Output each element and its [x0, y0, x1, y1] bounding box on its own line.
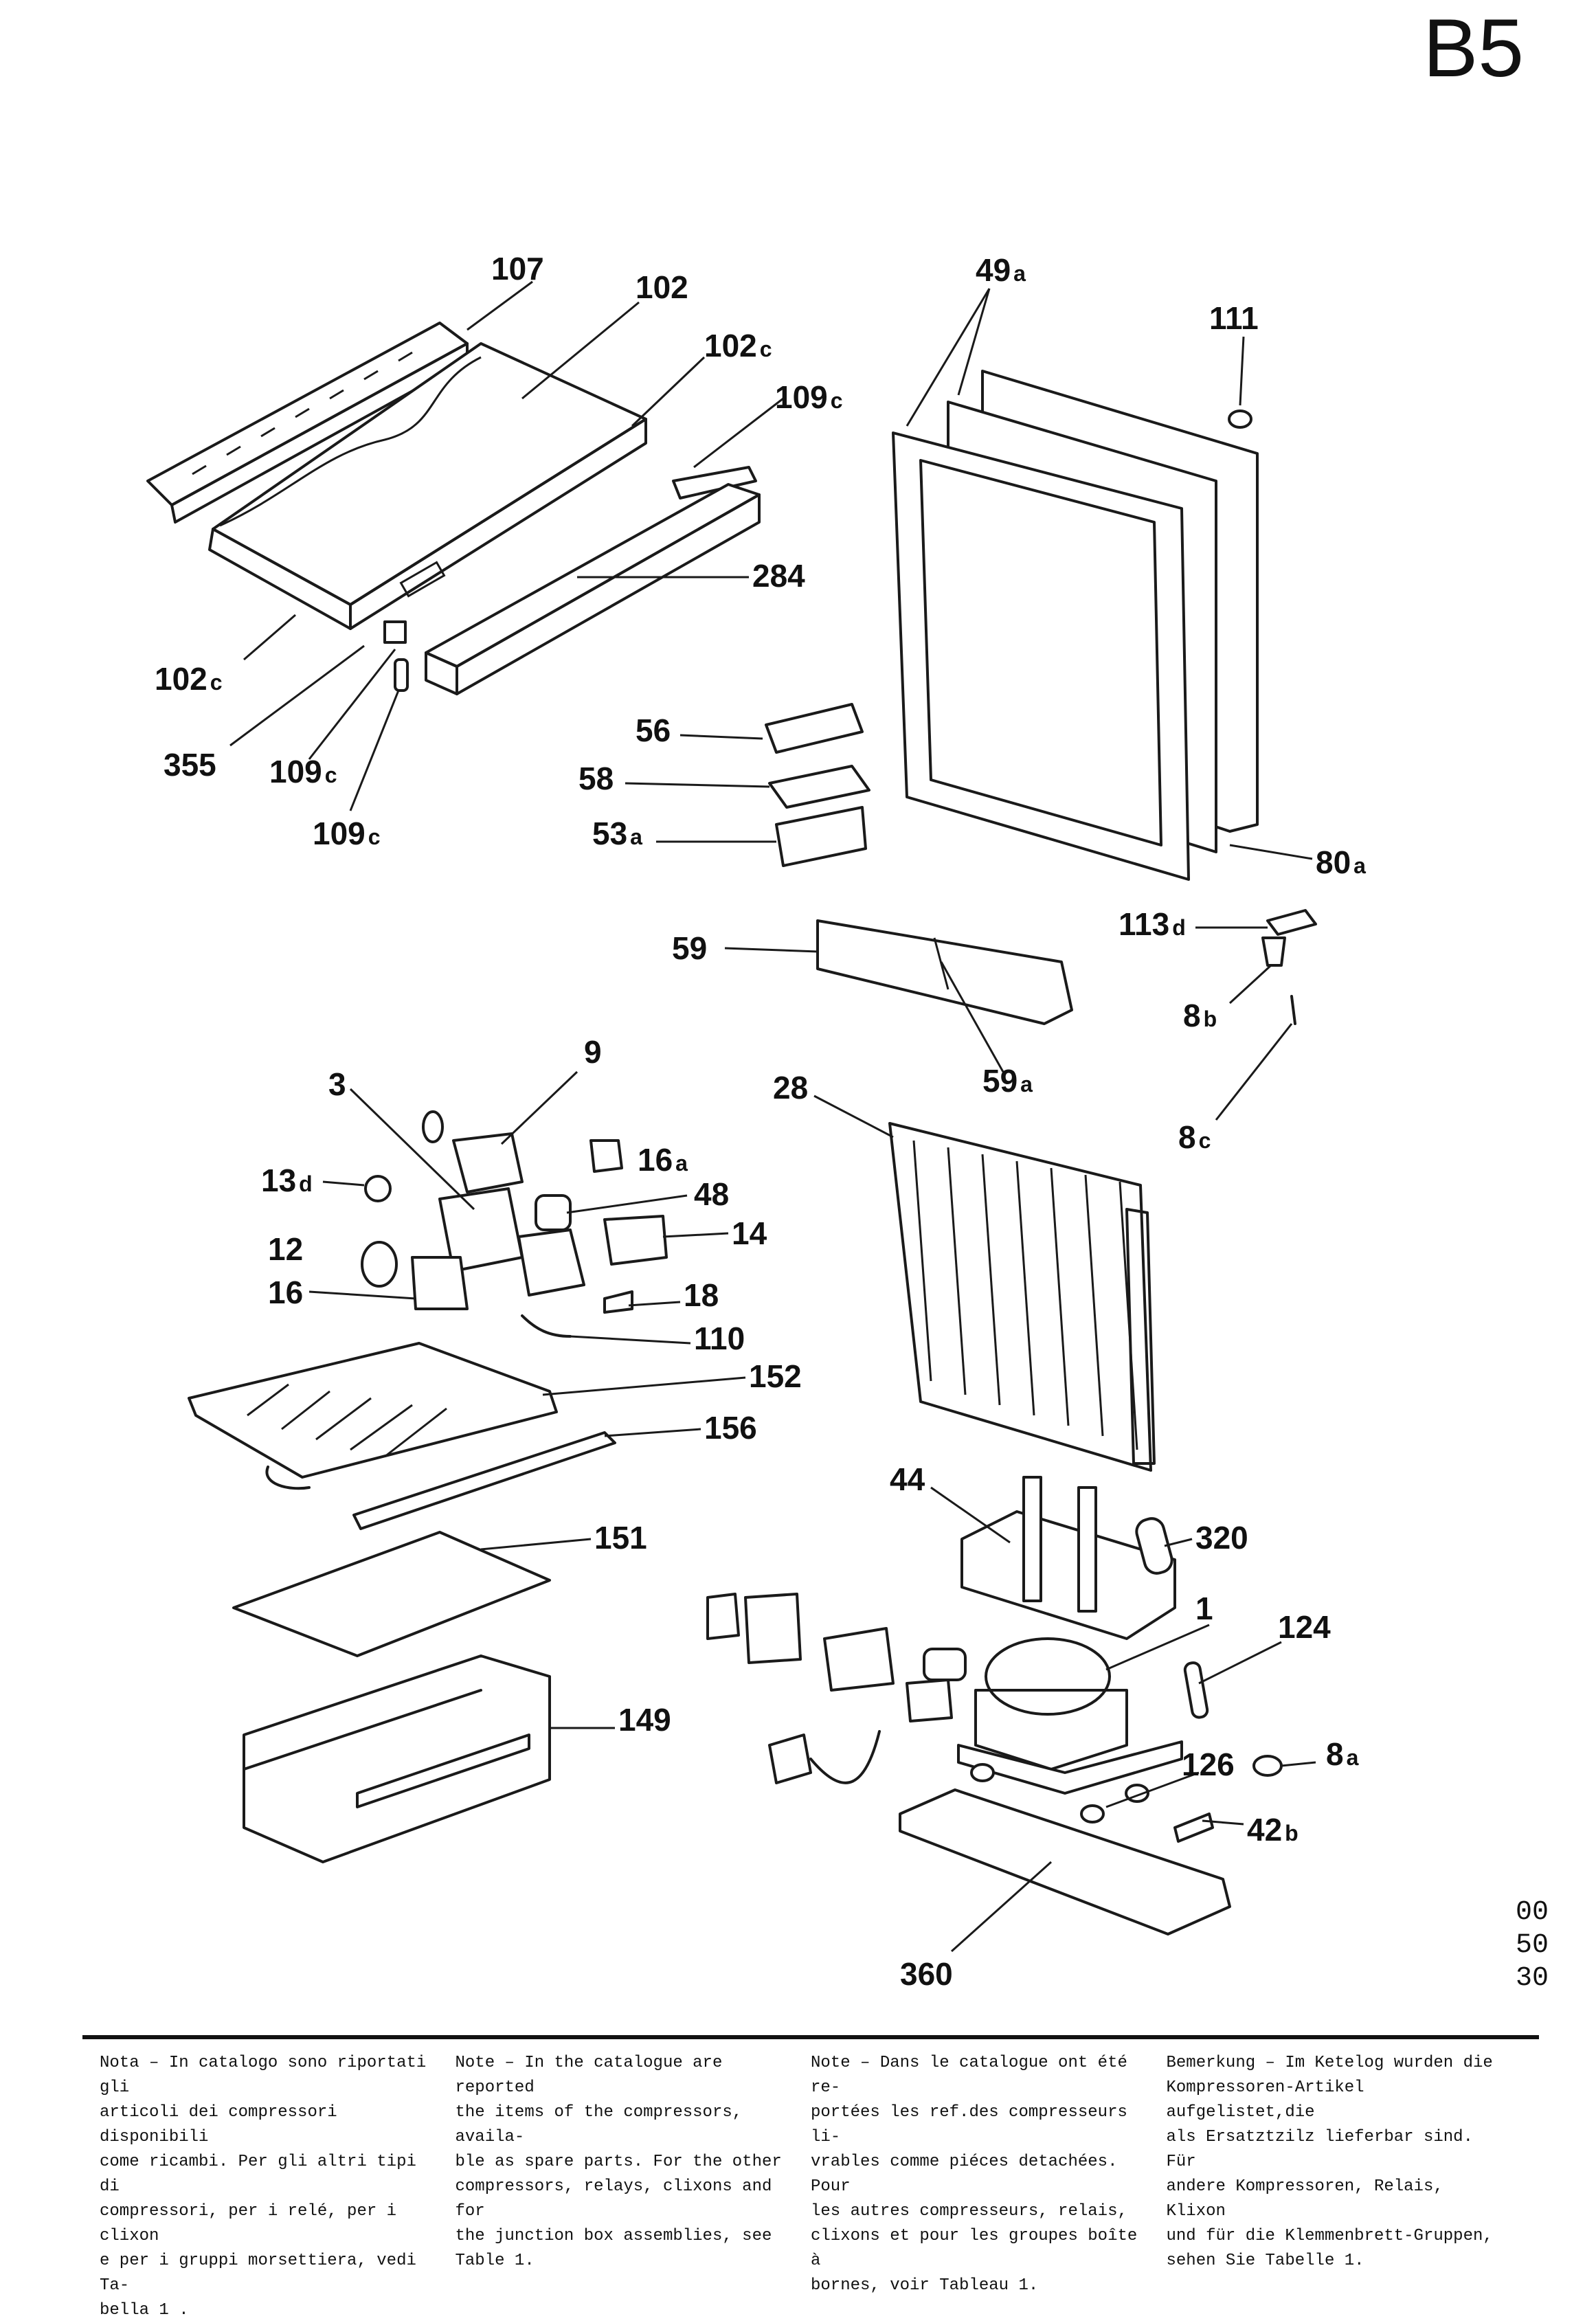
label-59: 59: [672, 930, 708, 966]
label-124: 124: [1278, 1609, 1331, 1645]
left-shelves: [188, 1342, 616, 1863]
label-48: 48: [694, 1176, 730, 1212]
label-355: 355: [164, 747, 216, 783]
label-56: 56: [636, 712, 671, 748]
controls-cluster: [361, 1110, 668, 1338]
compressor-area: [706, 1476, 1283, 1935]
label-14: 14: [732, 1215, 767, 1251]
notes-divider: [82, 2035, 1539, 2039]
label-156: 156: [704, 1410, 757, 1446]
label-44: 44: [890, 1461, 925, 1497]
label-149: 149: [618, 1702, 671, 1738]
label-58: 58: [578, 761, 614, 796]
door-shelves: [765, 703, 1073, 1025]
evaporator: [888, 1122, 1156, 1472]
label-12: 12: [268, 1231, 304, 1267]
label-1: 1: [1195, 1591, 1213, 1626]
label-151: 151: [594, 1520, 647, 1556]
label-102: 102: [636, 269, 688, 305]
label-107: 107: [491, 251, 544, 287]
serial-number: 005030: [1515, 1897, 1549, 1994]
label-126: 126: [1182, 1747, 1235, 1782]
label-152: 152: [749, 1358, 802, 1394]
leader-lines: [229, 280, 1316, 1953]
label-9: 9: [584, 1034, 602, 1070]
exploded-parts-drawing: [146, 280, 1317, 1953]
label-111: 111: [1209, 300, 1259, 336]
label-16: 16: [268, 1275, 304, 1310]
label-18: 18: [684, 1277, 719, 1313]
door-assembly: [892, 370, 1259, 881]
note-french: Note – Dans le catalogue ont été re-port…: [811, 2054, 1138, 2295]
label-320: 320: [1195, 1520, 1248, 1556]
label-360: 360: [900, 1956, 953, 1992]
label-28: 28: [773, 1070, 809, 1106]
label-3: 3: [328, 1066, 346, 1102]
hinge-parts: [1261, 909, 1317, 1025]
page-code: B5: [1423, 2, 1524, 94]
label-110: 110: [694, 1321, 745, 1356]
top-cover-assembly: [146, 322, 761, 695]
label-284: 284: [752, 558, 805, 594]
